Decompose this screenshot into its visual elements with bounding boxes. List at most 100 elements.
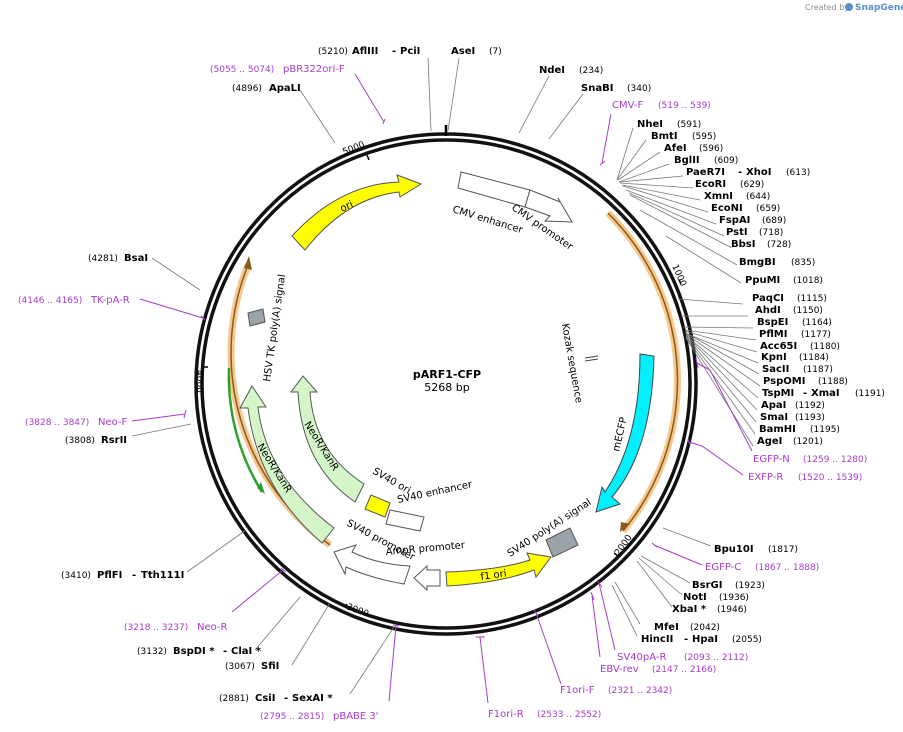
credit-prefix: Created by [805,3,849,12]
svg-text:(595): (595) [692,132,716,142]
svg-text:(629): (629) [740,180,764,190]
enzyme-bsai: BsaI [124,253,148,264]
svg-text:(3132): (3132) [137,647,167,657]
enzyme-pos-afliii: (5210) [318,47,348,57]
tick-marks [203,154,682,608]
plasmid-size: 5268 bp [424,381,469,394]
svg-text:(1946): (1946) [717,605,747,615]
enzyme-paer7i: PaeR7I [686,167,725,178]
svg-text:-: - [284,693,288,704]
enzyme-sacii: SacII [762,364,789,375]
enzyme-xbai: XbaI * [672,604,707,615]
orf-mecfp-line [607,212,679,532]
enzyme-pos-snabi: (340) [627,84,651,94]
svg-text:(728): (728) [767,240,791,250]
feature-hsv-tk-polya [247,308,266,327]
primer-egfp-c: EGFP-C [705,562,741,573]
svg-text:-: - [738,167,742,178]
enzyme-apai: ApaI [761,400,786,411]
enzyme-bmti: BmtI [651,131,678,142]
enzyme-xmai: XmaI [811,388,840,399]
primer-ebv-rev: EBV-rev [600,664,639,675]
enzyme-bglii: BglII [674,155,700,166]
enzyme-sexai: SexAI * [292,693,333,704]
enzyme-bbsi: BbsI [731,239,755,250]
svg-text:(2533 .. 2552): (2533 .. 2552) [537,710,601,720]
label-sv40-ori: SV40 ori [371,466,413,497]
primer-cmv-f: CMV-F [612,100,643,111]
label-kozak: Kozak sequence [559,323,584,404]
svg-text:(591): (591) [677,120,701,130]
enzyme-psti: PstI [726,227,748,238]
svg-text:(519 .. 539): (519 .. 539) [658,101,711,111]
svg-text:(1180): (1180) [810,342,840,352]
svg-text:(3218 .. 3237): (3218 .. 3237) [124,623,188,633]
svg-text:(4896): (4896) [232,84,262,94]
svg-text:(1201): (1201) [793,437,823,447]
primer-egfp-n: EGFP-N [753,454,790,465]
svg-text:(1936): (1936) [719,593,749,603]
enzyme-asei: AseI [451,46,475,57]
svg-text:(613): (613) [786,168,810,178]
svg-text:(609): (609) [714,156,738,166]
orf-neor-arrow [244,256,252,270]
plasmid-name: pARF1-CFP [413,368,481,381]
enzyme-rsrii: RsrII [101,435,127,446]
enzyme-tth111i: Tth111I [141,570,184,581]
enzyme-bspei: BspEI [757,317,788,328]
svg-text:(1191): (1191) [855,389,885,399]
svg-text:(1195): (1195) [810,425,840,435]
enzyme-tspmi: TspMI [762,388,794,399]
svg-text:(1018): (1018) [793,276,823,286]
enzyme-mfei: MfeI [654,622,679,633]
label-f1-ori: f1 ori [480,568,507,583]
enzyme-ppumi: PpuMI [745,275,780,286]
enzyme-pcii: PciI [400,46,420,57]
enzyme-pflmi: PflMI [759,329,787,340]
enzyme-pos-ndei: (234) [579,66,603,76]
svg-text:(1188): (1188) [818,377,848,387]
svg-text:(1184): (1184) [799,353,829,363]
enzyme-labels: (5210) AflIII - PciI AseI (7) NdeI (234)… [61,46,885,704]
svg-text:(1259 .. 1280): (1259 .. 1280) [803,455,867,465]
enzyme-acc65i: Acc65I [760,341,797,352]
primer-leaders [131,73,753,704]
enzyme-leaders [131,57,761,695]
svg-text:(1115): (1115) [797,294,827,304]
svg-text:(2881): (2881) [219,694,249,704]
feature-sv40-enhancer [385,509,425,532]
orf-neor-inner-arrow [257,482,265,494]
enzyme-xhoi: XhoI [746,167,771,178]
svg-text:(3067): (3067) [225,662,255,672]
enzyme-pspomi: PspOMI [763,376,805,387]
svg-text:(1164): (1164) [802,318,832,328]
svg-text:(1177): (1177) [801,330,831,340]
feature-sv40-promoter [333,544,411,585]
feature-kozak [584,355,599,359]
svg-text:(3808): (3808) [65,436,95,446]
svg-text:(718): (718) [759,228,783,238]
enzyme-econi: EcoNI [711,203,743,214]
svg-text:(1187): (1187) [803,365,833,375]
feature-neor-inner [290,375,365,503]
credit-brand: SnapGene [855,3,903,13]
enzyme-paqci: PaqCI [752,293,784,304]
svg-text:(659): (659) [756,204,780,214]
svg-text:(5055 .. 5074): (5055 .. 5074) [210,65,274,75]
feature-neor-outer [239,385,335,544]
enzyme-pos-asei: (7) [489,47,502,57]
svg-text:(2795 .. 2815): (2795 .. 2815) [260,712,324,722]
svg-text:(1923): (1923) [735,581,765,591]
label-ori: ori [339,199,355,214]
enzyme-ecori: EcoRI [695,179,726,190]
svg-text:(4281): (4281) [88,254,118,264]
enzyme-kpni: KpnI [761,352,787,363]
svg-text:(1867 .. 1888): (1867 .. 1888) [755,563,819,573]
enzyme-sfii: SfiI [261,661,279,672]
svg-text:(2042): (2042) [690,623,720,633]
svg-text:(835): (835) [791,258,815,268]
enzyme-bsrgi: BsrGI [692,580,722,591]
enzyme-apali: ApaLI [269,83,301,94]
primer-f1ori-r: F1ori-R [488,709,524,720]
svg-text:(2321 .. 2342): (2321 .. 2342) [608,686,672,696]
